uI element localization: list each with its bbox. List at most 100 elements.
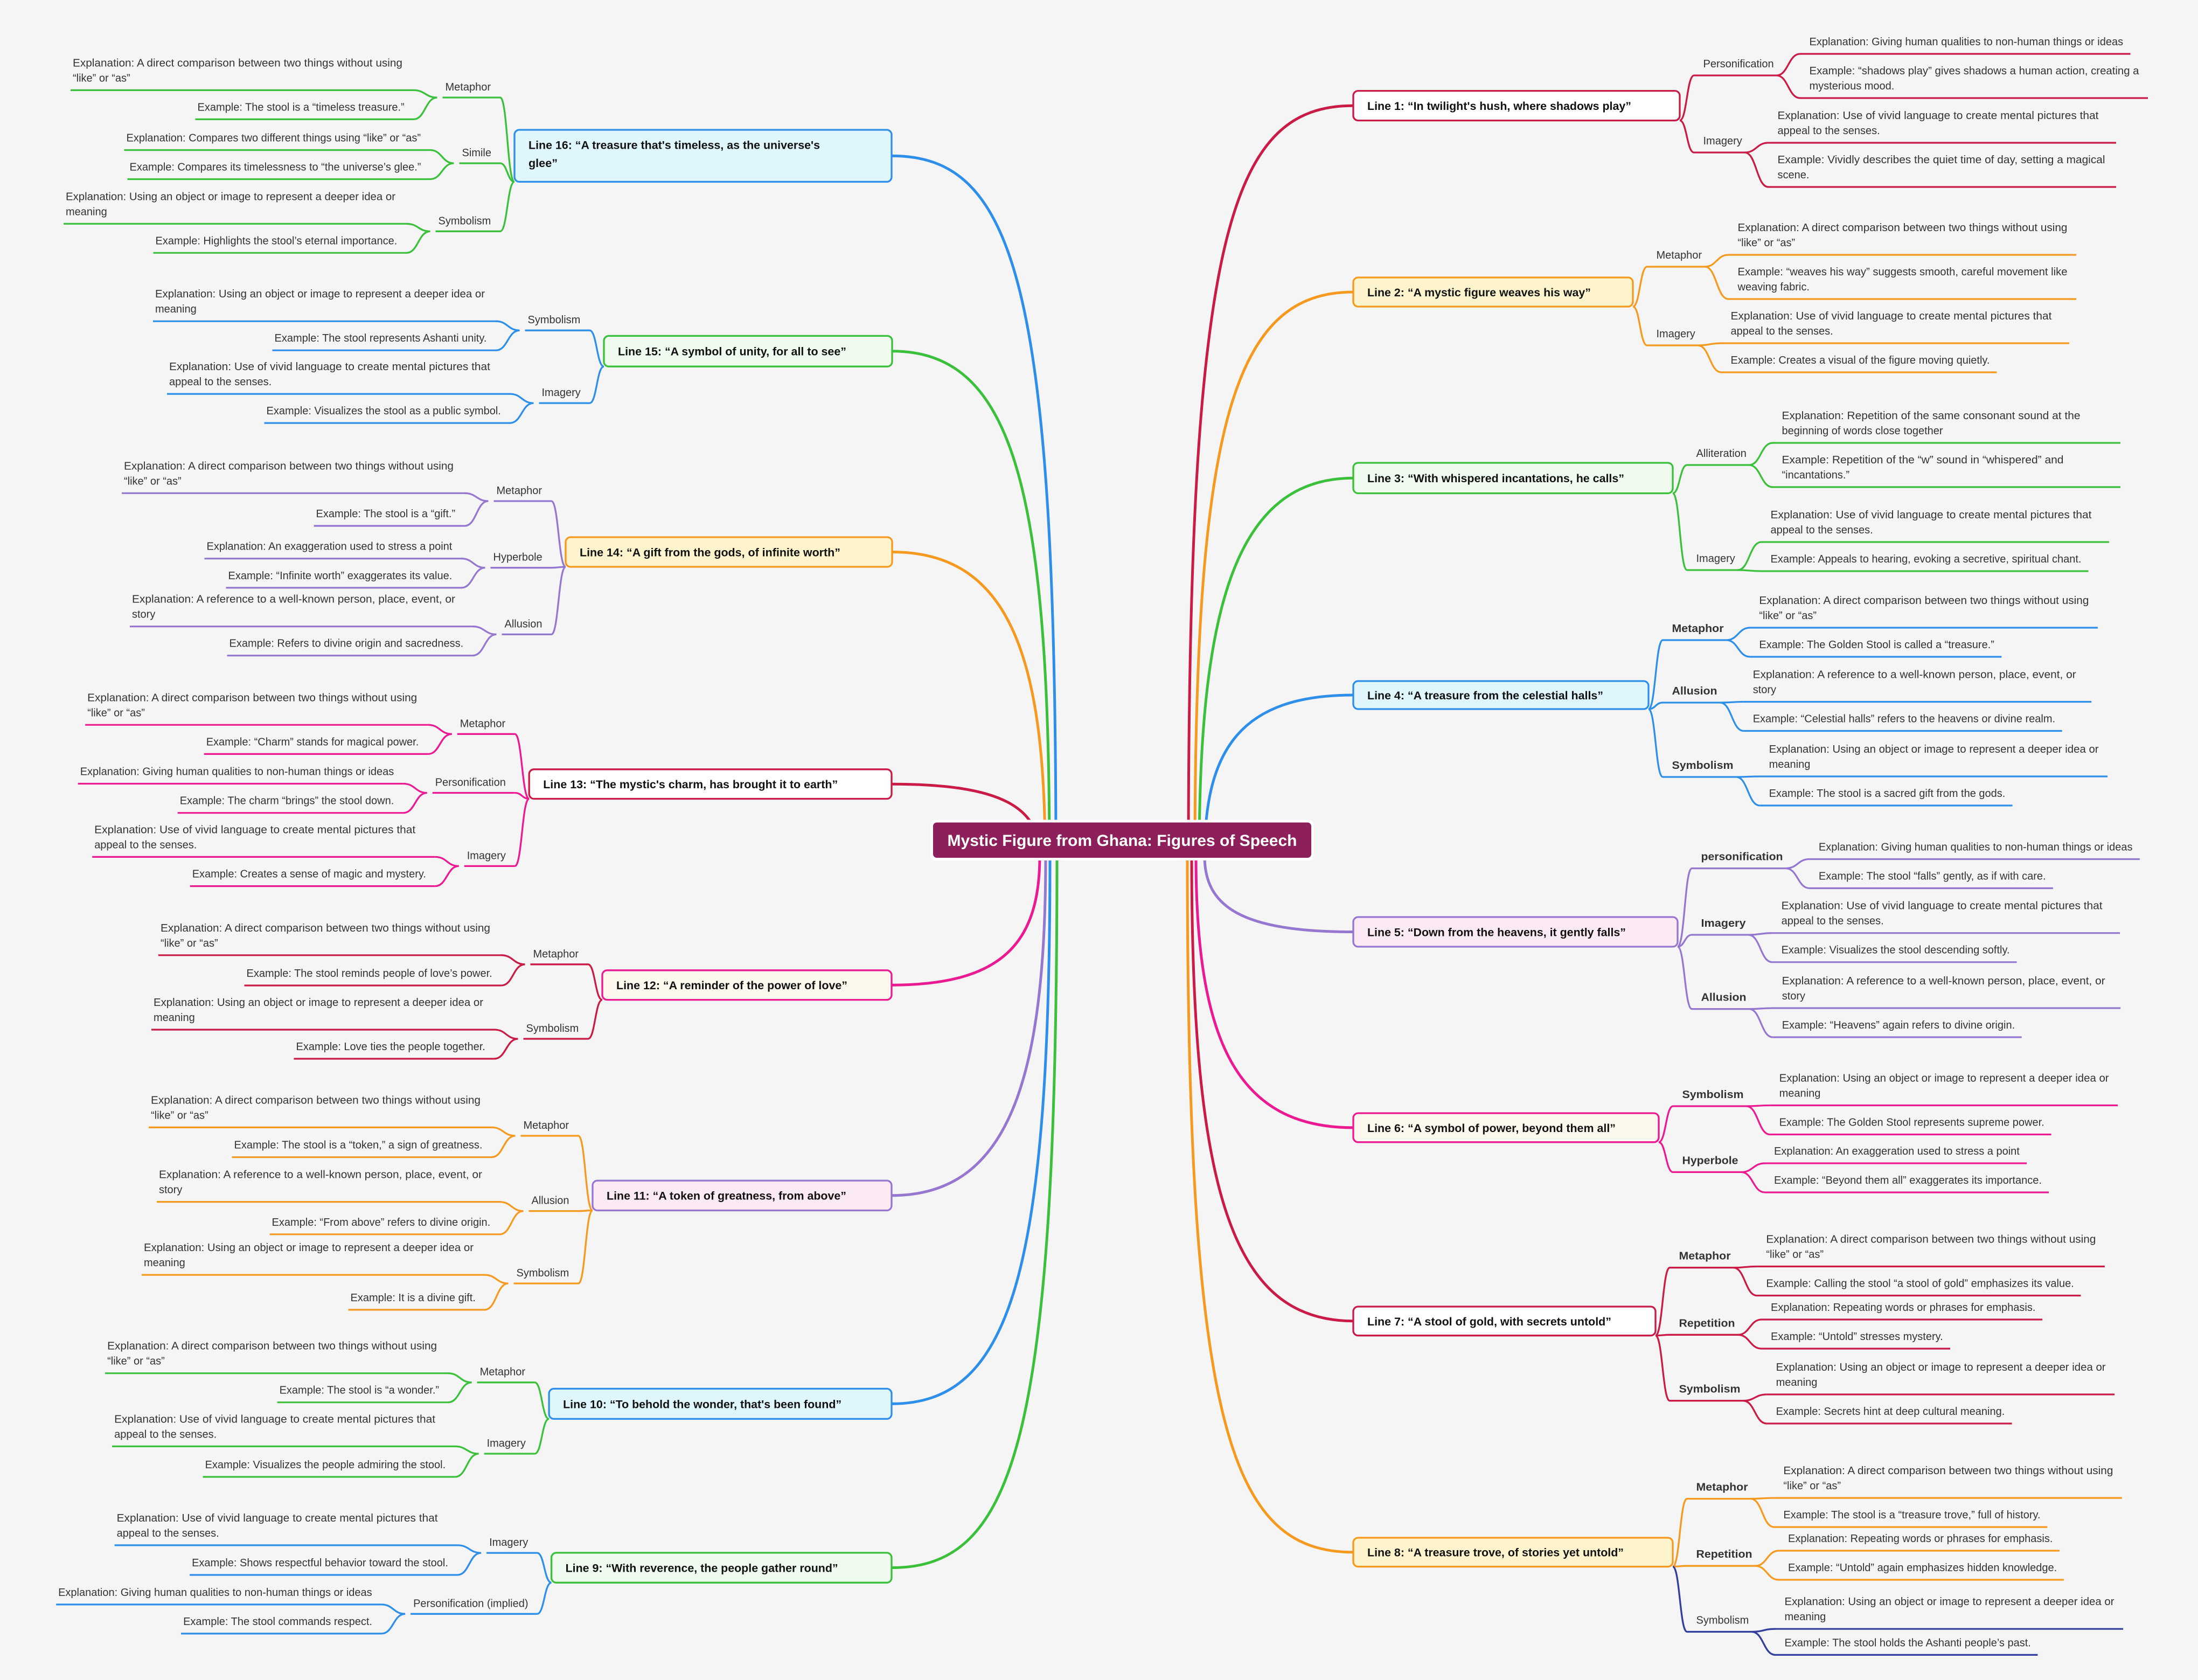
svg-text:beginning of words close toget: beginning of words close together (1782, 425, 1943, 437)
svg-text:weaving fabric.: weaving fabric. (1737, 281, 1810, 293)
svg-text:Example: “From above” refers t: Example: “From above” refers to divine o… (272, 1217, 491, 1228)
svg-text:meaning: meaning (66, 206, 107, 218)
svg-text:“incantations.”: “incantations.” (1782, 469, 1850, 481)
svg-text:Example: Highlights the stool’: Example: Highlights the stool’s eternal … (156, 235, 398, 247)
svg-text:“like” or “as”: “like” or “as” (73, 72, 130, 84)
svg-text:“like” or “as”: “like” or “as” (161, 938, 218, 949)
svg-text:Explanation: Giving human qual: Explanation: Giving human qualities to n… (58, 1587, 372, 1599)
svg-text:Explanation: A reference to a: Explanation: A reference to a well-known… (1753, 669, 2076, 681)
svg-text:Metaphor: Metaphor (1657, 249, 1702, 261)
svg-text:Example: The stool reminds peo: Example: The stool reminds people of lov… (247, 968, 492, 980)
svg-text:Example: Repetition of the “w”: Example: Repetition of the “w” sound in … (1782, 454, 2064, 466)
svg-text:Personification: Personification (1703, 58, 1774, 70)
svg-text:Explanation: A direct comparis: Explanation: A direct comparison between… (1766, 1234, 2096, 1246)
svg-text:Explanation: An exaggeration u: Explanation: An exaggeration used to str… (1774, 1146, 2020, 1157)
svg-text:Explanation: Repeating words o: Explanation: Repeating words or phrases … (1771, 1302, 2035, 1314)
svg-text:“like” or “as”: “like” or “as” (124, 475, 182, 487)
svg-text:Explanation: Use of vivid lang: Explanation: Use of vivid language to cr… (1778, 110, 2099, 122)
svg-text:Example: The Golden Stool repr: Example: The Golden Stool represents sup… (1779, 1117, 2044, 1129)
svg-text:Example: The stool is a “gift.: Example: The stool is a “gift.” (316, 508, 456, 520)
svg-text:Explanation: A direct comparis: Explanation: A direct comparison between… (1738, 222, 2068, 234)
svg-text:Symbolism: Symbolism (528, 314, 581, 326)
svg-text:Imagery: Imagery (1657, 328, 1695, 340)
svg-text:Example: The charm “brings” th: Example: The charm “brings” the stool do… (180, 795, 394, 807)
svg-text:Explanation: Compares two diff: Explanation: Compares two different thin… (127, 133, 421, 144)
svg-text:“like” or “as”: “like” or “as” (1783, 1480, 1841, 1492)
svg-text:Line 11: “A token of greatness: Line 11: “A token of greatness, from abo… (607, 1190, 846, 1203)
svg-text:mysterious mood.: mysterious mood. (1810, 80, 1895, 92)
svg-text:Example: The stool is a “token: Example: The stool is a “token,” a sign … (234, 1140, 483, 1151)
svg-text:story: story (159, 1184, 182, 1196)
svg-text:Explanation: A direct comparis: Explanation: A direct comparison between… (73, 57, 402, 69)
svg-text:Line 15: “A symbol of unity, f: Line 15: “A symbol of unity, for all to … (618, 345, 846, 358)
svg-text:Example: It is a divine gift.: Example: It is a divine gift. (351, 1292, 476, 1304)
svg-text:story: story (1753, 684, 1776, 696)
svg-text:appeal to the senses.: appeal to the senses. (94, 839, 197, 851)
svg-text:meaning: meaning (154, 1012, 195, 1024)
svg-text:Example: The stool is “a wonde: Example: The stool is “a wonder.” (280, 1385, 439, 1397)
svg-text:Explanation: Repeating words o: Explanation: Repeating words or phrases … (1788, 1533, 2053, 1545)
svg-text:Line 5: “Down from the heavens: Line 5: “Down from the heavens, it gentl… (1367, 926, 1626, 939)
svg-text:Imagery: Imagery (1696, 553, 1735, 565)
svg-text:Line 7: “A stool of gold, with: Line 7: “A stool of gold, with secrets u… (1367, 1315, 1611, 1328)
svg-text:Example: The stool is a sacred: Example: The stool is a sacred gift from… (1769, 788, 2006, 800)
svg-text:Example: “Celestial halls” ref: Example: “Celestial halls” refers to the… (1753, 713, 2055, 725)
svg-text:Explanation: Using an object o: Explanation: Using an object or image to… (144, 1242, 474, 1254)
svg-text:Explanation: Using an object o: Explanation: Using an object or image to… (155, 288, 485, 300)
svg-text:Allusion: Allusion (532, 1195, 569, 1207)
svg-text:Metaphor: Metaphor (1672, 623, 1724, 635)
svg-text:“like” or “as”: “like” or “as” (151, 1109, 208, 1121)
svg-text:Metaphor: Metaphor (524, 1120, 569, 1131)
svg-text:Line 2: “A mystic figure weave: Line 2: “A mystic figure weaves his way” (1367, 286, 1591, 299)
svg-text:Personification (implied): Personification (implied) (413, 1598, 528, 1609)
svg-text:Metaphor: Metaphor (1696, 1482, 1748, 1494)
svg-text:Example: Refers to divine orig: Example: Refers to divine origin and sac… (229, 638, 464, 650)
svg-text:Allusion: Allusion (1672, 685, 1717, 697)
svg-text:Explanation: A reference to a: Explanation: A reference to a well-known… (132, 594, 455, 606)
svg-text:Explanation: A direct comparis: Explanation: A direct comparison between… (151, 1094, 481, 1106)
svg-text:Example: “Infinite worth” exag: Example: “Infinite worth” exaggerates it… (228, 570, 453, 582)
svg-text:appeal to the senses.: appeal to the senses. (1771, 524, 1873, 536)
svg-text:appeal to the senses.: appeal to the senses. (117, 1528, 219, 1539)
svg-text:Metaphor: Metaphor (497, 485, 542, 497)
svg-text:Example: “weaves his way” sugg: Example: “weaves his way” suggests smoot… (1738, 266, 2068, 278)
svg-text:Explanation: Use of vivid lang: Explanation: Use of vivid language to cr… (1782, 900, 2103, 912)
svg-text:appeal to the senses.: appeal to the senses. (1731, 325, 1833, 337)
svg-text:appeal to the senses.: appeal to the senses. (169, 376, 272, 388)
svg-text:scene.: scene. (1778, 169, 1810, 181)
svg-text:Example: “Charm” stands for ma: Example: “Charm” stands for magical powe… (206, 736, 419, 748)
svg-text:Example: Love ties the people: Example: Love ties the people together. (296, 1041, 485, 1053)
svg-text:Metaphor: Metaphor (446, 81, 491, 93)
svg-text:Line 12: “A reminder of the po: Line 12: “A reminder of the power of lov… (616, 979, 847, 992)
svg-text:Example: The stool holds the A: Example: The stool holds the Ashanti peo… (1785, 1637, 2031, 1649)
svg-text:Line 13: “The mystic's charm,: Line 13: “The mystic's charm, has brough… (543, 778, 838, 791)
svg-text:Mystic Figure from Ghana: Figu: Mystic Figure from Ghana: Figures of Spe… (948, 832, 1297, 850)
svg-text:Line 10: “To behold the wonder: Line 10: “To behold the wonder, that's b… (563, 1398, 841, 1411)
svg-text:Hyperbole: Hyperbole (1682, 1155, 1738, 1167)
svg-text:Explanation: Using an object o: Explanation: Using an object or image to… (1779, 1073, 2109, 1085)
svg-text:Explanation: Giving human qual: Explanation: Giving human qualities to n… (80, 766, 394, 778)
svg-text:Example: Visualizes the stool: Example: Visualizes the stool as a publi… (267, 405, 501, 417)
svg-text:Imagery: Imagery (489, 1537, 528, 1549)
svg-text:meaning: meaning (1769, 759, 1811, 770)
svg-text:Example: Compares its timeless: Example: Compares its timelessness to “t… (130, 162, 421, 173)
svg-text:Example: “Heavens” again refer: Example: “Heavens” again refers to divin… (1782, 1019, 2015, 1031)
svg-text:Symbolism: Symbolism (517, 1267, 569, 1279)
svg-text:Symbolism: Symbolism (1696, 1615, 1749, 1627)
svg-text:Imagery: Imagery (467, 850, 506, 862)
svg-text:Explanation: A direct comparis: Explanation: A direct comparison between… (161, 922, 490, 934)
svg-text:Explanation: Giving human qual: Explanation: Giving human qualities to n… (1819, 842, 2133, 853)
svg-text:Explanation: A direct comparis: Explanation: A direct comparison between… (124, 460, 454, 472)
svg-text:Example: The Golden Stool is c: Example: The Golden Stool is called a “t… (1759, 639, 1994, 651)
svg-text:Repetition: Repetition (1679, 1317, 1735, 1329)
svg-text:Repetition: Repetition (1696, 1549, 1752, 1560)
svg-text:Imagery: Imagery (542, 387, 581, 399)
svg-text:Example: “shadows play” gives: Example: “shadows play” gives shadows a … (1810, 65, 2140, 77)
svg-text:Line 14: “A gift from the gods: Line 14: “A gift from the gods, of infin… (580, 546, 840, 559)
svg-text:Example: The stool represents: Example: The stool represents Ashanti un… (275, 332, 487, 344)
svg-text:Explanation: Using an object o: Explanation: Using an object or image to… (154, 997, 483, 1009)
svg-text:Symbolism: Symbolism (526, 1023, 579, 1035)
svg-text:Example: Vividly describes the: Example: Vividly describes the quiet tim… (1778, 154, 2105, 166)
svg-text:personification: personification (1701, 851, 1783, 863)
svg-text:appeal to the senses.: appeal to the senses. (1778, 125, 1880, 137)
